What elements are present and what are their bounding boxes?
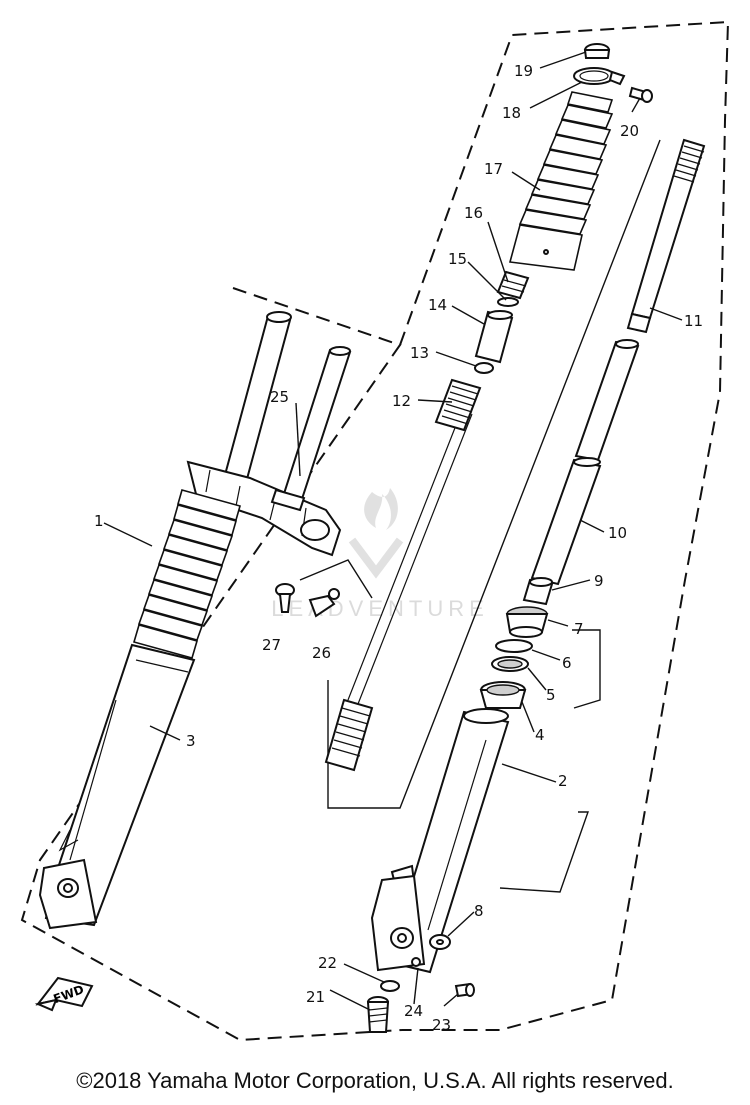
damper-rod bbox=[626, 138, 706, 334]
callout-26: 26 bbox=[312, 644, 331, 662]
callout-1: 1 bbox=[94, 512, 104, 530]
callout-10: 10 bbox=[608, 524, 627, 542]
copyright-notice: ©2018 Yamaha Motor Corporation, U.S.A. A… bbox=[76, 1068, 674, 1093]
spacer-14 bbox=[474, 310, 514, 364]
washer-22 bbox=[380, 980, 400, 992]
drain-screw-23 bbox=[454, 982, 475, 998]
inner-tube bbox=[530, 339, 640, 586]
callout-18: 18 bbox=[502, 104, 521, 122]
callout-11: 11 bbox=[684, 312, 703, 330]
fwd-arrow: FWD bbox=[34, 976, 94, 1012]
assembly-outline-right bbox=[399, 20, 730, 1031]
callout-2: 2 bbox=[558, 772, 568, 790]
callout-25: 25 bbox=[270, 388, 289, 406]
washer-26 bbox=[308, 588, 340, 618]
spring-bracket bbox=[327, 139, 661, 809]
fork-spring bbox=[324, 378, 482, 772]
washer-8 bbox=[429, 934, 451, 950]
screw-20 bbox=[628, 86, 653, 103]
dust-boot bbox=[508, 91, 614, 271]
callout-labels: 1 2 3 4 5 6 7 8 9 10 11 12 13 14 15 16 1… bbox=[94, 62, 703, 1034]
callout-27: 27 bbox=[262, 636, 281, 654]
callout-9: 9 bbox=[594, 572, 604, 590]
gasket-24 bbox=[411, 957, 421, 967]
spring-seat-16 bbox=[496, 270, 530, 300]
bolt-21 bbox=[366, 996, 390, 1033]
callout-21: 21 bbox=[306, 988, 325, 1006]
callout-3: 3 bbox=[186, 732, 196, 750]
callout-5: 5 bbox=[546, 686, 556, 704]
oil-seal-7 bbox=[505, 606, 549, 638]
clip-5 bbox=[491, 656, 529, 672]
watermark-text: LEADVENTURE bbox=[271, 596, 489, 621]
callout-23: 23 bbox=[432, 1016, 451, 1034]
callout-4: 4 bbox=[535, 726, 545, 744]
callout-15: 15 bbox=[448, 250, 467, 268]
callout-22: 22 bbox=[318, 954, 337, 972]
callout-20: 20 bbox=[620, 122, 639, 140]
callout-13: 13 bbox=[410, 344, 429, 362]
cap-19 bbox=[583, 43, 611, 59]
group-bracket-2-8 bbox=[499, 811, 589, 893]
callout-19: 19 bbox=[514, 62, 533, 80]
piston-9 bbox=[522, 577, 554, 606]
callout-7: 7 bbox=[574, 620, 584, 638]
outer-tube-right bbox=[370, 708, 510, 974]
seat-13 bbox=[474, 362, 494, 374]
steering-stem bbox=[270, 346, 352, 512]
bolt-27 bbox=[275, 583, 295, 613]
callout-8: 8 bbox=[474, 902, 484, 920]
leader-lines bbox=[103, 51, 683, 1011]
callout-16: 16 bbox=[464, 204, 483, 222]
assembly-outline-left bbox=[20, 287, 403, 1042]
left-fork-assembly bbox=[38, 311, 342, 930]
callout-17: 17 bbox=[484, 160, 503, 178]
callout-12: 12 bbox=[392, 392, 411, 410]
callout-24: 24 bbox=[404, 1002, 423, 1020]
callout-6: 6 bbox=[562, 654, 572, 672]
seal-4 bbox=[479, 681, 527, 709]
callout-14: 14 bbox=[428, 296, 447, 314]
band-18 bbox=[573, 67, 626, 86]
watermark: LEADVENTURE bbox=[271, 488, 489, 621]
washer-6 bbox=[495, 639, 533, 653]
ring-15 bbox=[497, 297, 519, 307]
group-bracket-7-4 bbox=[572, 629, 601, 709]
